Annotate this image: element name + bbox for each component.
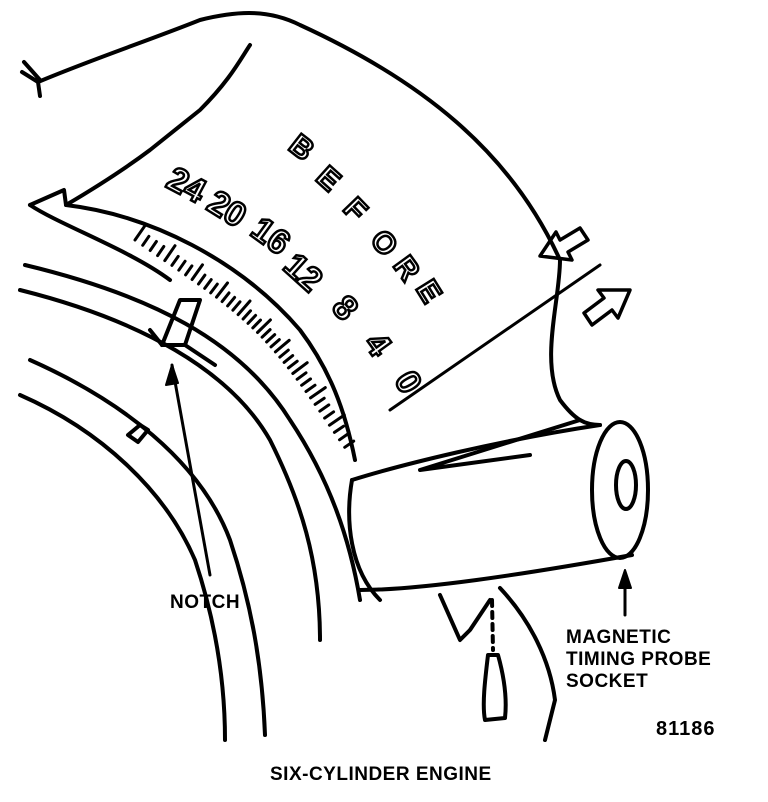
before-letter: E [310,160,347,198]
pointer-dash [490,598,495,652]
scale-tick [141,234,151,247]
scale-tick [133,223,147,242]
scale-tick [343,439,356,449]
scale-number: 8 [324,288,365,327]
housing-inner-edge [28,43,252,207]
scale-number: 12 [276,246,330,300]
scale-tick [241,309,252,321]
notch-leader-head [165,364,179,386]
probe-leader-head [618,569,632,589]
probe-socket-left-end [347,478,382,602]
housing-right-edge [549,258,602,427]
notch [160,298,202,347]
scale-tick [236,299,252,317]
scale-tick [256,318,272,334]
scale-tick [273,338,291,354]
scale-tick [203,278,213,290]
scale-tick [209,282,219,295]
scale-tick [177,259,187,272]
scale-tick [148,240,158,252]
scale-tick [197,273,207,286]
scale-tick [220,291,231,304]
scale-tick [231,300,242,312]
scale-tick [327,413,346,427]
scale-tick [265,333,277,344]
notch-label: NOTCH [170,592,241,613]
scale-tick [156,245,166,258]
figure-number: 81186 [656,718,716,740]
probe-socket-label-line2: TIMING PROBE [566,649,712,670]
scale-tick [246,313,258,325]
before-letter: E [409,274,448,308]
probe-groove [418,418,582,472]
scale-number: 4 [357,326,399,364]
flywheel-arc-4 [18,393,227,742]
flange-tab [126,423,150,444]
scale-tick [286,359,299,370]
housing-top-tab [20,60,42,98]
scale-tick [184,264,194,277]
flywheel-arc-2 [18,288,322,642]
scale-tick [269,338,281,349]
scale-tick [170,254,180,267]
scale-ticks [133,223,356,449]
scale-tick [318,403,331,413]
probe-socket-label-line1: MAGNETIC [566,627,672,648]
scale-band-outer [64,203,357,462]
before-letter: F [337,192,373,228]
before-letter: O [364,224,404,263]
scale-tick [260,328,272,339]
pointer-stud [481,653,508,722]
scale-tick [251,318,262,330]
scale-tick [338,432,350,442]
scale-tick [226,295,237,308]
scale-number: 20 [201,183,253,235]
timing-reference-line [388,263,602,412]
scale-tick [163,244,177,263]
scale-tick [332,424,345,434]
scale-tick [304,383,317,393]
lower-bracket [438,586,557,742]
scale-tick [278,348,290,359]
probe-socket-face [590,420,650,560]
scale-number: 24 [161,160,212,211]
probe-socket-label-line3: SOCKET [566,671,649,692]
notch-shadow [148,328,217,367]
scale-tick [190,263,204,281]
scale-tick [309,386,327,400]
scale-tick [215,281,229,299]
arrow-down-right [582,288,632,327]
flywheel-arc-1 [23,263,362,602]
probe-socket-bore [614,459,638,511]
probe-socket-label: MAGNETIC TIMING PROBE SOCKET [566,627,711,693]
scale-tick [291,361,309,375]
figure-caption: SIX-CYLINDER ENGINE [270,764,492,785]
arrow-up-left [538,226,590,262]
scale-number: 16 [244,210,297,263]
scale-tick [295,371,308,381]
notch-leader [170,363,212,577]
scale-tick [323,410,336,420]
flywheel-arc-3 [28,358,267,737]
probe-socket-body [350,423,634,592]
before-letter: R [387,250,427,287]
scale-number: 0 [387,365,429,400]
scale-tick [282,354,295,364]
scale-tick [313,396,326,406]
scale-band-inner [28,203,172,282]
scale-tick [300,377,312,387]
housing-outer-edge [36,11,562,262]
before-letter: B [283,128,320,167]
